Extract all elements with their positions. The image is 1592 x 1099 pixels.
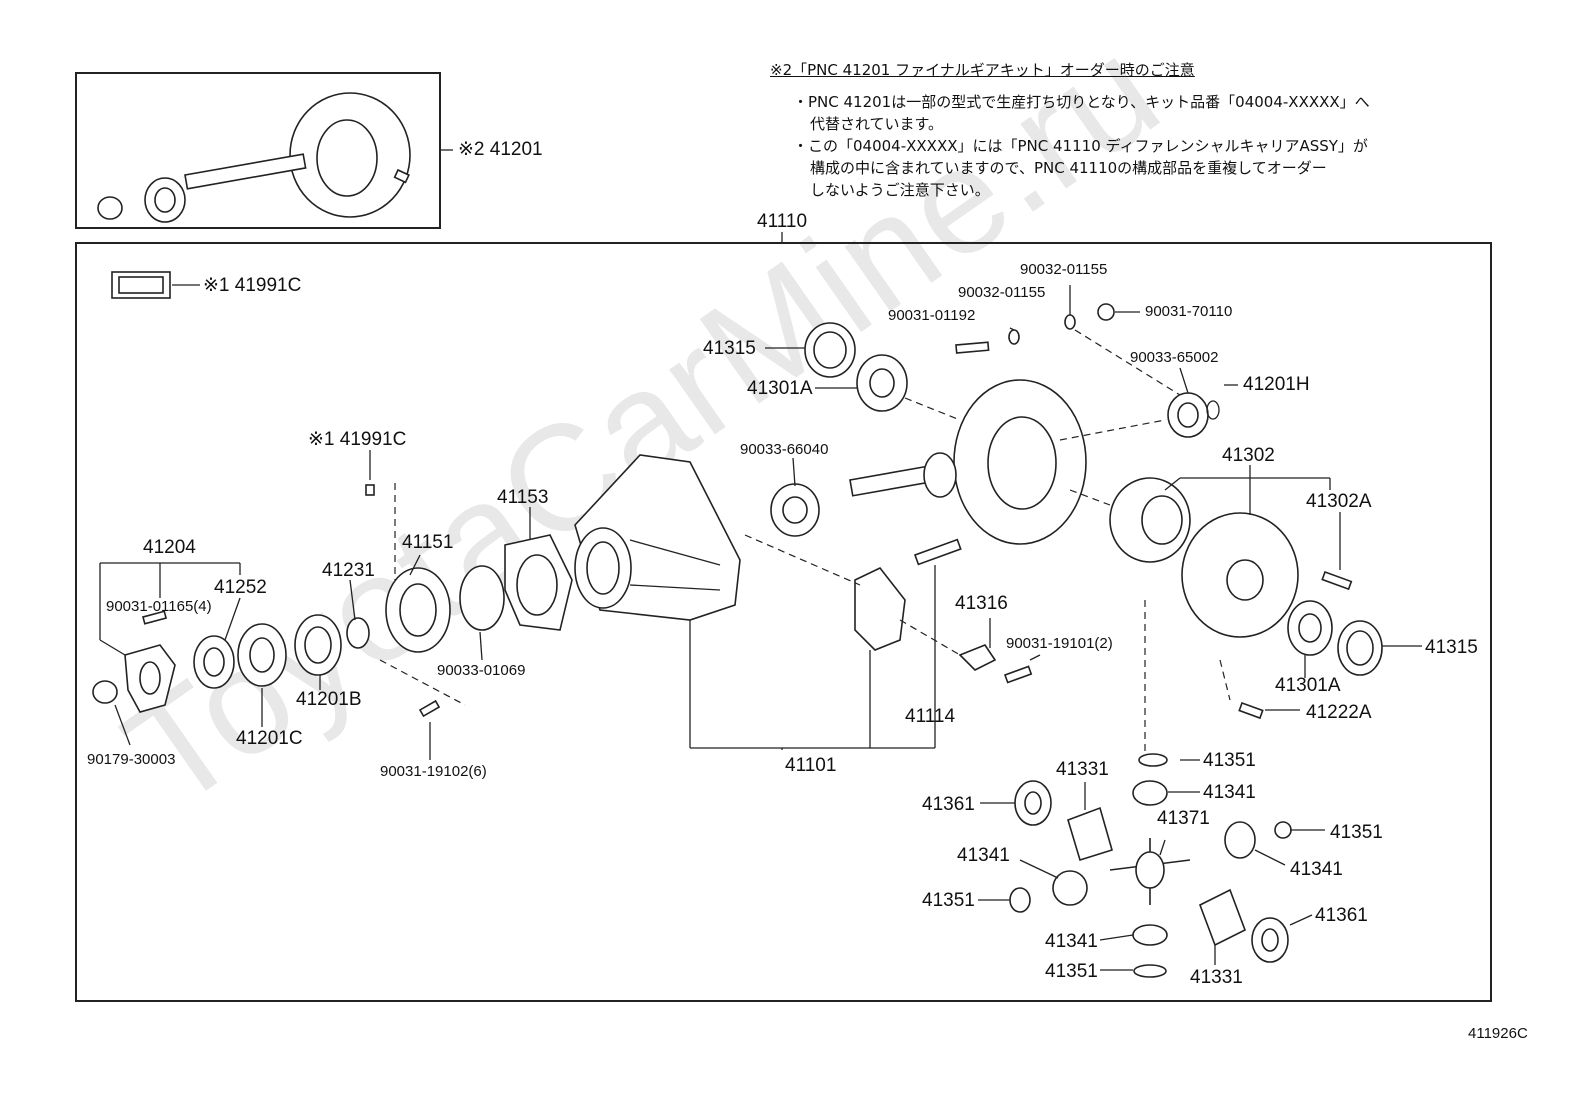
label-41315-right[interactable]: 41315 bbox=[1425, 637, 1478, 658]
label-90031-19102[interactable]: 90031-19102(6) bbox=[380, 763, 487, 780]
label-41302a[interactable]: 41302A bbox=[1306, 491, 1372, 512]
label-41351-b[interactable]: 41351 bbox=[1330, 822, 1383, 843]
label-41204[interactable]: 41204 bbox=[143, 537, 196, 558]
note-line-4: 構成の中に含まれていますので、PNC 41110の構成部品を重複してオーダー bbox=[810, 159, 1327, 177]
label-41991c-top[interactable]: ※1 41991C bbox=[203, 275, 302, 296]
lock-plate-41316 bbox=[958, 644, 997, 671]
ring-gear-illustration bbox=[849, 379, 1087, 545]
label-41201c[interactable]: 41201C bbox=[236, 728, 303, 749]
oring-90033-01069 bbox=[459, 565, 505, 631]
pinion-41341-d bbox=[1132, 924, 1168, 946]
washer-41351-c bbox=[1009, 887, 1031, 913]
label-41151[interactable]: 41151 bbox=[402, 532, 454, 553]
note-line-5: しないようご注意下さい。 bbox=[810, 181, 990, 199]
label-41341-c[interactable]: 41341 bbox=[1290, 859, 1343, 880]
final-gear-kit-box bbox=[75, 72, 441, 229]
carrier-housing-illustration bbox=[574, 454, 741, 621]
label-41331-bottom[interactable]: 41331 bbox=[1190, 967, 1243, 988]
label-41201b[interactable]: 41201B bbox=[296, 689, 362, 710]
label-41252[interactable]: 41252 bbox=[214, 577, 267, 598]
label-41991c-mid[interactable]: ※1 41991C bbox=[308, 429, 407, 450]
label-90031-70110[interactable]: 90031-70110 bbox=[1145, 303, 1233, 320]
note-line-1: ・PNC 41201は一部の型式で生産打ち切りとなり、キット品番「04004-X… bbox=[793, 93, 1370, 111]
note-line-2: 代替されています。 bbox=[810, 115, 944, 133]
label-90179-30003[interactable]: 90179-30003 bbox=[87, 751, 176, 768]
label-41331-top[interactable]: 41331 bbox=[1056, 759, 1109, 780]
label-41301a-top[interactable]: 41301A bbox=[747, 378, 813, 399]
label-90033-66040[interactable]: 90033-66040 bbox=[740, 441, 829, 458]
label-90033-01069[interactable]: 90033-01069 bbox=[437, 662, 526, 679]
washer-41351-d bbox=[1133, 964, 1167, 978]
leader-lines bbox=[99, 285, 1422, 971]
washer-41351-b bbox=[1274, 821, 1292, 839]
note-line-3: ・この「04004-XXXXX」には「PNC 41110 ディファレンシャルキャ… bbox=[793, 137, 1368, 155]
label-41316[interactable]: 41316 bbox=[955, 593, 1008, 614]
label-41302[interactable]: 41302 bbox=[1222, 445, 1275, 466]
label-41351-a[interactable]: 41351 bbox=[1203, 750, 1256, 771]
differential-case-illustration bbox=[1109, 477, 1299, 638]
label-41341-d[interactable]: 41341 bbox=[1045, 931, 1098, 952]
label-41231[interactable]: 41231 bbox=[322, 560, 375, 581]
pinion-41341-a bbox=[1132, 780, 1168, 806]
label-90033-65002[interactable]: 90033-65002 bbox=[1130, 349, 1219, 366]
label-41315-top[interactable]: 41315 bbox=[703, 338, 756, 359]
label-41361-right[interactable]: 41361 bbox=[1315, 905, 1368, 926]
label-41341-b[interactable]: 41341 bbox=[957, 845, 1010, 866]
label-41341-a[interactable]: 41341 bbox=[1203, 782, 1256, 803]
bearing-cap-41114 bbox=[854, 567, 906, 651]
label-90031-01165[interactable]: 90031-01165(4) bbox=[106, 598, 212, 615]
label-41351-c[interactable]: 41351 bbox=[922, 890, 975, 911]
label-41201-kit[interactable]: ※2 41201 bbox=[458, 139, 543, 160]
label-41110[interactable]: 41110 bbox=[757, 211, 808, 232]
label-90032-01155-a[interactable]: 90032-01155 bbox=[1020, 261, 1108, 278]
side-gear-41331-bottom bbox=[1198, 888, 1247, 947]
label-41114[interactable]: 41114 bbox=[905, 706, 956, 727]
label-41101[interactable]: 41101 bbox=[785, 755, 837, 776]
alignment-dashes bbox=[379, 329, 1231, 755]
nut-90179-30003 bbox=[92, 680, 118, 704]
pinion-41341-b bbox=[1224, 821, 1256, 859]
carrier-assembly-box bbox=[75, 242, 1492, 1002]
note-title: ※2「PNC 41201 ファイナルギアキット」オーダー時のご注意 bbox=[770, 61, 1195, 79]
label-90032-01155-b[interactable]: 90032-01155 bbox=[958, 284, 1046, 301]
label-90031-19101[interactable]: 90031-19101(2) bbox=[1006, 635, 1113, 652]
label-90031-01192[interactable]: 90031-01192 bbox=[888, 307, 976, 324]
label-41351-d[interactable]: 41351 bbox=[1045, 961, 1098, 982]
pinion-41341-c bbox=[1052, 870, 1088, 906]
label-41201h[interactable]: 41201H bbox=[1243, 374, 1310, 395]
label-41153[interactable]: 41153 bbox=[497, 487, 549, 508]
final-gear-kit-illustration bbox=[97, 92, 453, 223]
label-41301a-right[interactable]: 41301A bbox=[1275, 675, 1341, 696]
label-41371[interactable]: 41371 bbox=[1157, 808, 1210, 829]
washer-41351-a bbox=[1138, 753, 1168, 767]
spacer-41231 bbox=[346, 617, 370, 649]
side-gear-41331-top bbox=[1067, 806, 1113, 862]
label-41222a[interactable]: 41222A bbox=[1306, 702, 1372, 723]
label-41361-left[interactable]: 41361 bbox=[922, 794, 975, 815]
figure-code: 411926C bbox=[1468, 1025, 1528, 1042]
